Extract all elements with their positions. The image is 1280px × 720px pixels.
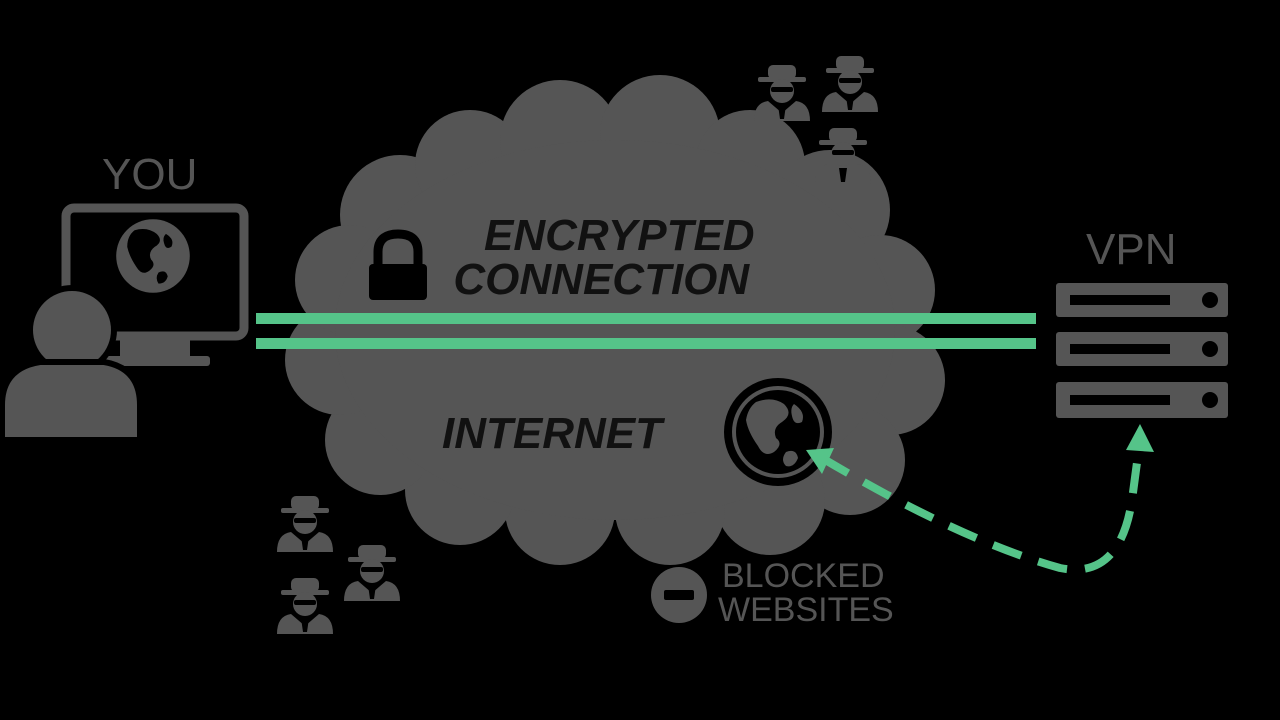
spy-icon: [277, 496, 333, 552]
internet-globe-icon: [724, 378, 832, 486]
globe-icon: [116, 219, 190, 293]
blocked-line-1: BLOCKED: [722, 557, 885, 595]
server-icon: [1056, 283, 1228, 418]
spy-icon: [277, 578, 333, 634]
vpn-route-arrow: [806, 424, 1154, 574]
encrypted-line-2: CONNECTION: [453, 255, 750, 304]
spy-icon: [822, 56, 878, 112]
vpn-label: VPN: [1086, 225, 1177, 274]
spy-icon: [754, 65, 810, 121]
blocked-websites-label: BLOCKED WEBSITES: [718, 559, 894, 627]
spy-icon: [344, 545, 400, 601]
lock-icon: [369, 229, 427, 300]
encrypted-line-1: ENCRYPTED: [484, 211, 755, 260]
encrypted-connection-label: ENCRYPTED CONNECTION: [448, 211, 755, 304]
encrypted-tunnel: [256, 313, 1036, 349]
blocked-line-2: WEBSITES: [718, 591, 894, 629]
monitor-icon: [61, 203, 249, 366]
you-label: YOU: [102, 150, 198, 199]
blocked-icon: [651, 567, 707, 623]
internet-label: INTERNET: [442, 409, 662, 458]
user-icon: [0, 285, 143, 443]
